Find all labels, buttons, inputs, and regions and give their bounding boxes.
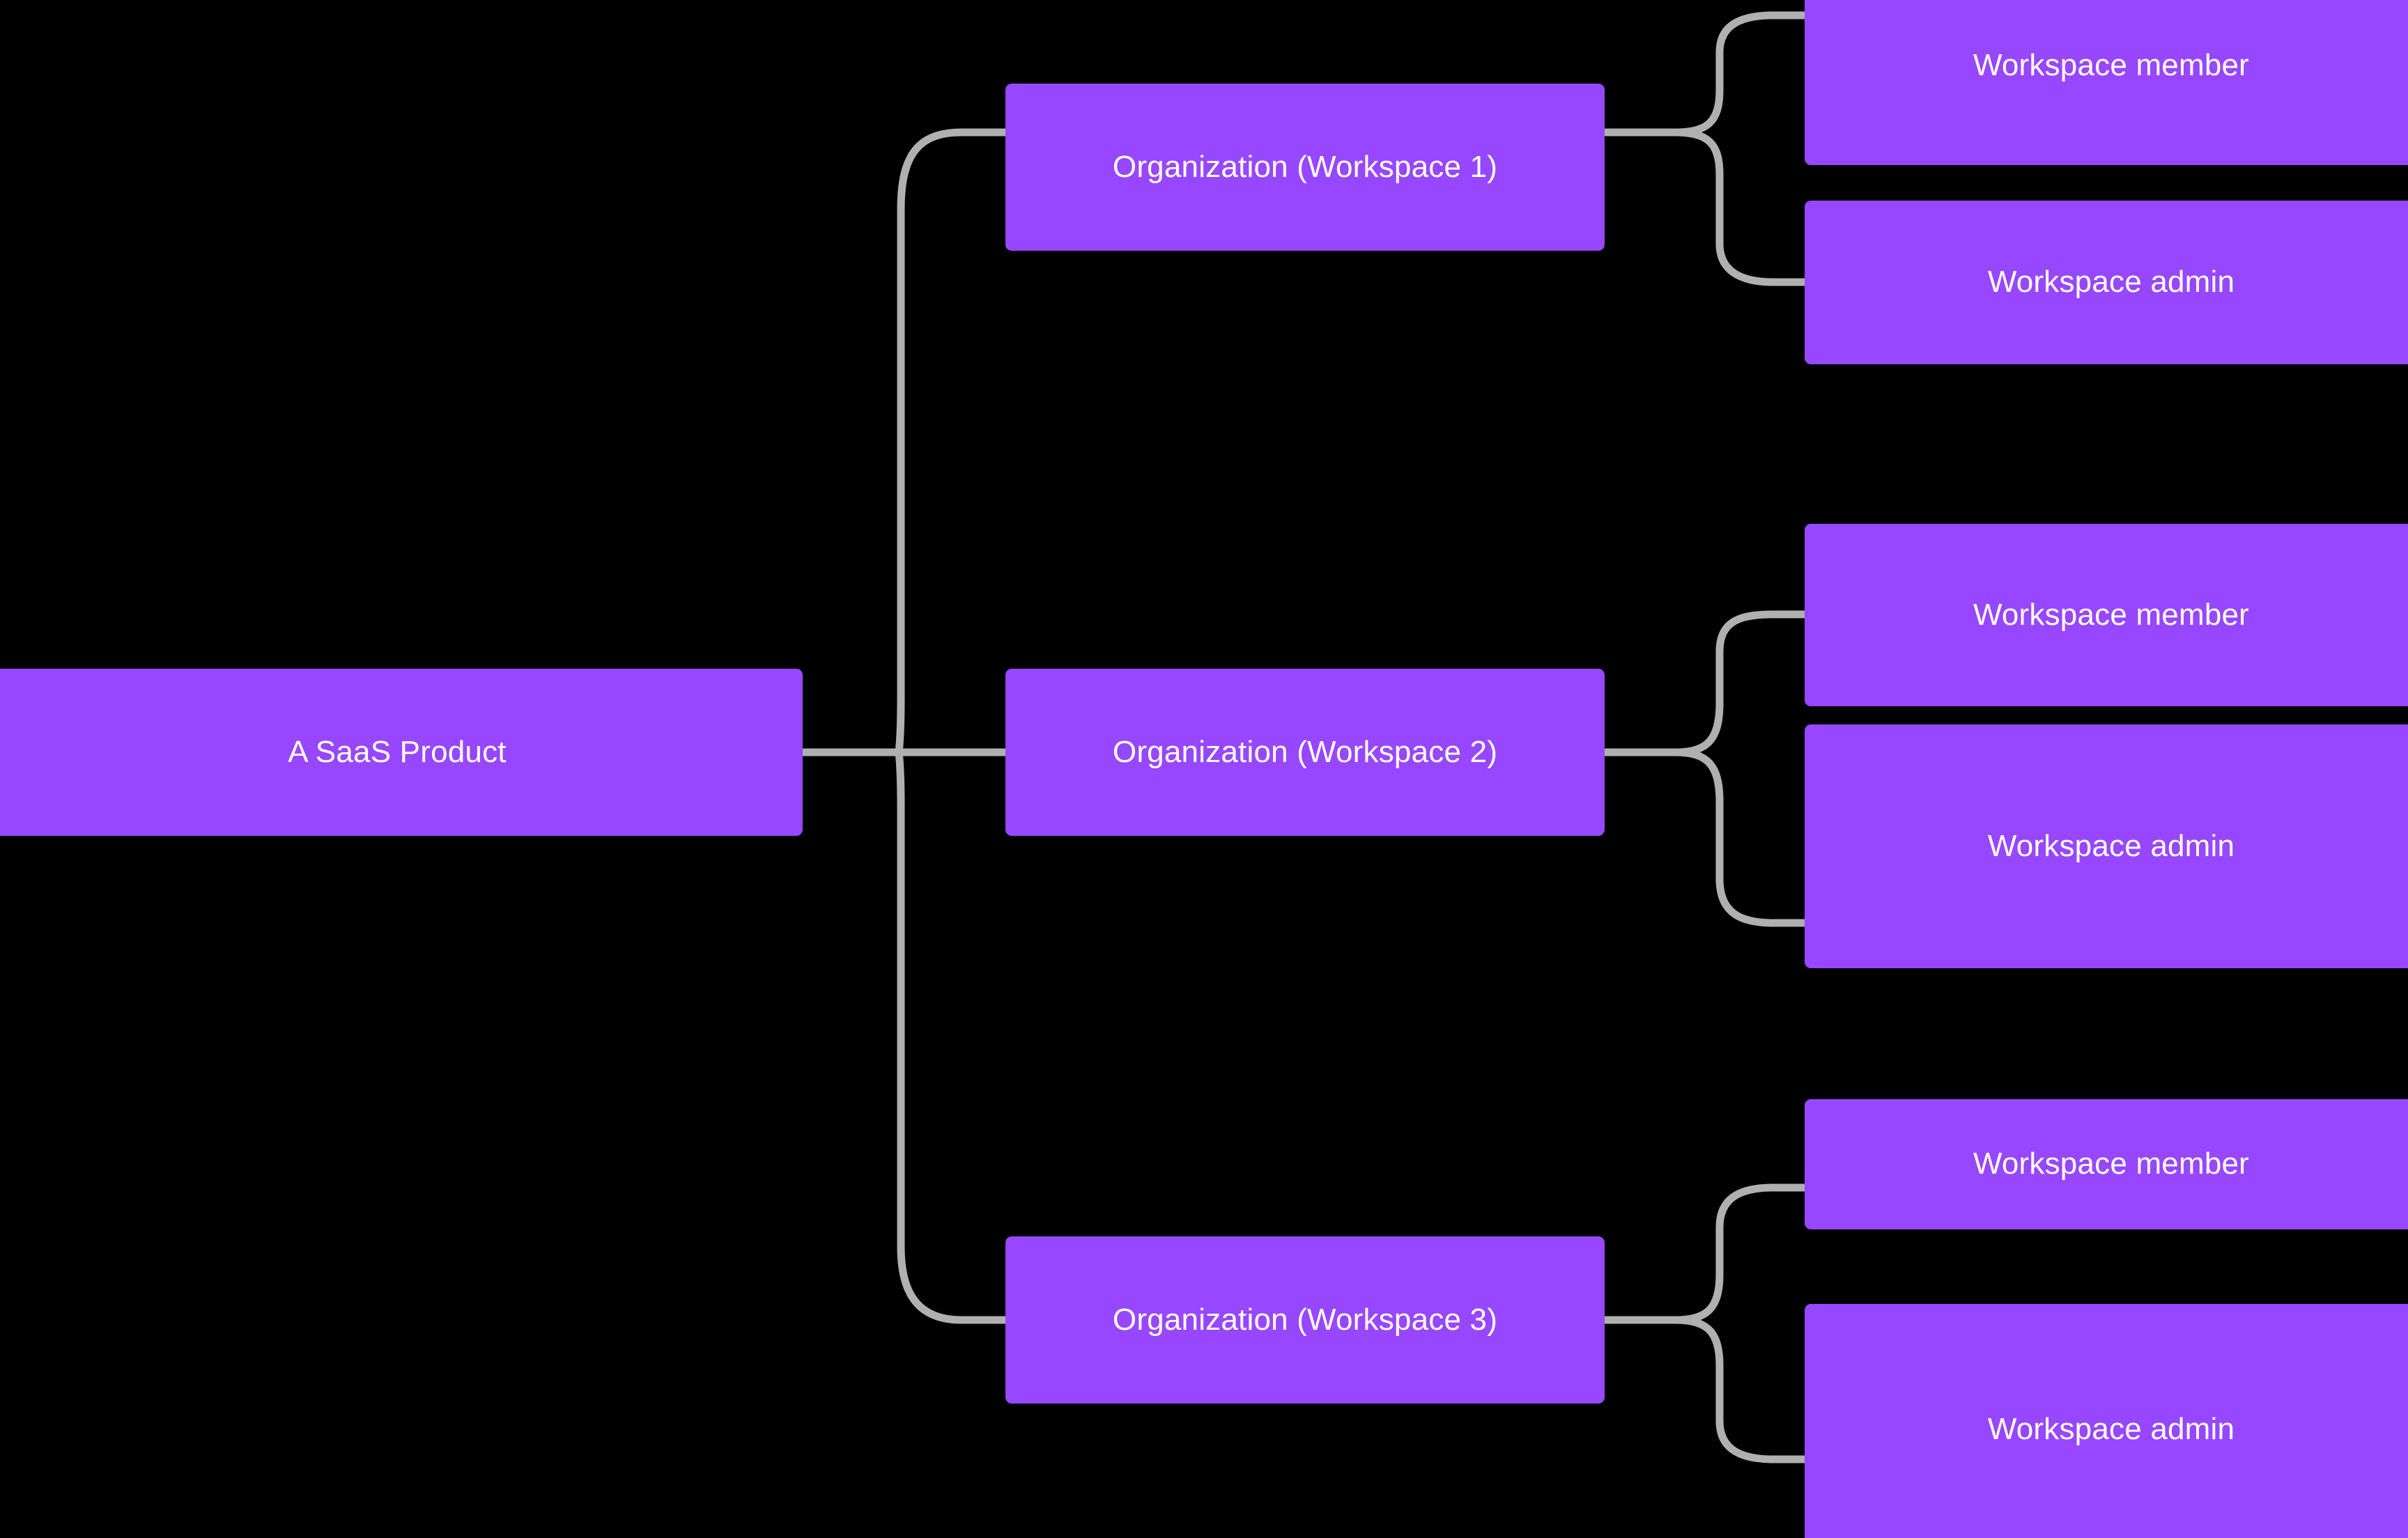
- node-organization-2[interactable]: Organization (Workspace 2): [1005, 669, 1605, 836]
- connector-10: [1672, 748, 1809, 927]
- node-organization-1-label: Organization (Workspace 1): [1112, 149, 1498, 184]
- node-role-1-member[interactable]: Workspace member: [1805, 0, 2408, 165]
- node-root-label: A SaaS Product: [288, 734, 507, 769]
- node-root[interactable]: A SaaS Product: [0, 669, 803, 836]
- node-organization-2-label: Organization (Workspace 2): [1112, 734, 1498, 769]
- node-role-3-admin[interactable]: Workspace admin: [1805, 1304, 2408, 1538]
- node-organization-3-label: Organization (Workspace 3): [1112, 1302, 1498, 1337]
- node-role-1-member-label: Workspace member: [1973, 48, 2250, 83]
- connector-7: [1672, 128, 1809, 286]
- node-role-3-member[interactable]: Workspace member: [1805, 1099, 2408, 1229]
- node-role-2-member-label: Workspace member: [1973, 597, 2250, 632]
- connector-12: [1672, 1183, 1809, 1324]
- node-organization-1[interactable]: Organization (Workspace 1): [1005, 84, 1605, 251]
- connector-6: [1672, 11, 1809, 137]
- node-organization-3[interactable]: Organization (Workspace 3): [1005, 1236, 1605, 1404]
- node-role-2-admin[interactable]: Workspace admin: [1805, 724, 2408, 968]
- connector-2: [895, 128, 1010, 756]
- connector-13: [1672, 1316, 1809, 1463]
- node-role-2-member[interactable]: Workspace member: [1805, 524, 2408, 706]
- node-role-1-admin[interactable]: Workspace admin: [1805, 201, 2408, 364]
- node-role-3-member-label: Workspace member: [1973, 1147, 2250, 1181]
- node-role-3-admin-label: Workspace admin: [1987, 1411, 2235, 1446]
- node-role-1-admin-label: Workspace admin: [1987, 265, 2235, 300]
- connector-4: [895, 748, 1010, 1324]
- node-role-2-admin-label: Workspace admin: [1987, 828, 2235, 863]
- connector-9: [1672, 610, 1809, 756]
